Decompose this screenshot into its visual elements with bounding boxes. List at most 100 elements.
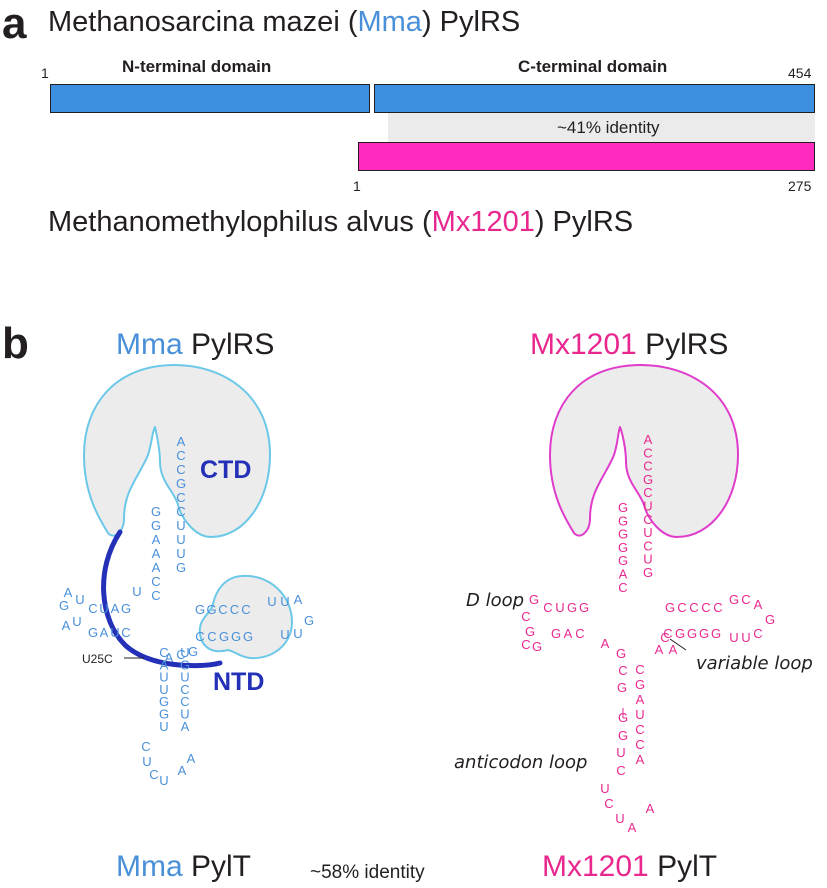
trna-identity-label: ~58% identity — [310, 862, 425, 883]
mma-ac-stem-left-nucleotide: U — [159, 682, 168, 697]
mx-t-stem-bottom-nucleotide: C — [663, 626, 672, 641]
mx-acceptor-3p-nucleotide: C — [643, 512, 652, 527]
mma-acceptor-3p-nucleotide: U — [176, 532, 185, 547]
mma-t-stem-bottom-nucleotide: C — [207, 629, 216, 644]
mma-t-stem-bottom-nucleotide: C — [195, 629, 204, 644]
anticodon-loop-label: anticodon loop — [454, 752, 588, 773]
mma-variable-nucleotide: A — [165, 650, 174, 665]
mma-title-suffix: ) PylRS — [421, 6, 521, 38]
mma-d-stem-bottom-nucleotide: G — [88, 625, 98, 640]
mma-ac-stem-left-nucleotide: C — [159, 645, 168, 660]
mma-title-abbr: Mma — [357, 6, 422, 38]
mx1201-pylrs-header: Mx1201 PylRS — [530, 330, 728, 360]
mx-ac-loop-nucleotide: A — [646, 801, 655, 816]
mma-acceptor-5p-nucleotide: G — [151, 518, 161, 533]
mx-acceptor-3p-nucleotide: C — [643, 445, 652, 460]
mx-t-stem-bottom-nucleotide: G — [687, 626, 697, 641]
mma-d-loop-nucleotide: G — [59, 598, 69, 613]
mx-t-stem-bottom-nucleotide: G — [699, 626, 709, 641]
mx-ac-stem-left-nucleotide: G — [618, 728, 628, 743]
mma-ctd-shape — [83, 364, 271, 538]
mma-ac-stem-left-nucleotide: G — [159, 707, 169, 722]
mx-d-loop-nucleotide: C — [521, 609, 530, 624]
mma-ac-loop-nucleotide: C — [141, 739, 150, 754]
mx-end-residue: 275 — [788, 178, 812, 194]
mx1201-pylrs-title: Methanomethylophilus alvus (Mx1201) PylR… — [48, 208, 633, 237]
mma-ac-stem-right-nucleotide: C — [180, 682, 189, 697]
mma-t-stem-top-nucleotide: G — [195, 602, 205, 617]
mma-acceptor-3p-nucleotide: C — [176, 462, 185, 477]
mx-ac-stem-right-nucleotide: G — [635, 677, 645, 692]
mma-acceptor-5p-nucleotide: A — [152, 532, 161, 547]
mx-header-rest: PylRS — [636, 328, 729, 361]
mx-acceptor-3p-nucleotide: A — [644, 432, 653, 447]
mx-t-loop-nucleotide: G — [729, 592, 739, 607]
mx-ac-stem-right-nucleotide: C — [635, 662, 644, 677]
mx-variable-nucleotide: C — [660, 630, 669, 645]
mx-start-residue: 1 — [353, 178, 361, 194]
mx-ac-stem-left-nucleotide: U — [616, 745, 625, 760]
mx-d-loop-nucleotide: C — [521, 637, 530, 652]
mma-acceptor-3p-nucleotide: A — [177, 434, 186, 449]
mma-acceptor-3p-nucleotide: G — [176, 476, 186, 491]
mma-ac-stem-right-nucleotide: U — [180, 707, 189, 722]
mx-ac-stem-right-nucleotide: C — [635, 737, 644, 752]
mx-title-prefix: Methanomethylophilus alvus ( — [48, 206, 432, 238]
mma-acceptor-5p-nucleotide: A — [152, 560, 161, 575]
mma-n-terminal-domain-bar — [50, 84, 370, 113]
mma-acceptor-3p-nucleotide: C — [176, 490, 185, 505]
mma-variable-nucleotide: C — [176, 647, 185, 662]
mx-acceptor-3p-nucleotide: U — [643, 525, 652, 540]
mx-ac-loop-nucleotide: U — [600, 781, 609, 796]
mma-title-prefix: Methanosarcina mazei ( — [48, 6, 358, 38]
mma-t-loop-nucleotide: U — [293, 626, 302, 641]
mx-d-stem-bottom-nucleotide: A — [564, 626, 573, 641]
mx-acceptor-5p-nucleotide: G — [618, 527, 628, 542]
mma-d-stem-top-nucleotide: G — [121, 601, 131, 616]
mx-t-loop-nucleotide: C — [741, 592, 750, 607]
mma-t-stem-top-nucleotide: C — [230, 602, 239, 617]
mx-d-loop-nucleotide: G — [525, 624, 535, 639]
mma-header-abbr: Mma — [116, 328, 183, 361]
mma-t-loop-nucleotide: U — [267, 594, 276, 609]
mx-d-stem-bottom-nucleotide: G — [551, 626, 561, 641]
mma-ac-loop-nucleotide: U — [142, 754, 151, 769]
identity-region — [388, 113, 815, 142]
c-terminal-domain-label: C-terminal domain — [518, 57, 668, 76]
mma-start-residue: 1 — [41, 65, 49, 81]
mma-footer-rest: PylT — [182, 850, 252, 883]
mx-ac-loop-nucleotide: C — [604, 796, 613, 811]
u25c-mutation-label: U25C — [82, 652, 113, 666]
mma-ac-loop-nucleotide: C — [149, 767, 158, 782]
mma-d-stem-bottom-nucleotide: A — [100, 625, 109, 640]
mx-title-suffix: ) PylRS — [534, 206, 634, 238]
mx-acceptor-5p-nucleotide: G — [618, 540, 628, 555]
mma-d-stem-top-nucleotide: U — [99, 601, 108, 616]
mma-t-stem-bottom-nucleotide: G — [231, 629, 241, 644]
mx-variable-nucleotide: A — [655, 642, 664, 657]
mma-d-loop-nucleotide: A — [64, 585, 73, 600]
mx-t-stem-top-nucleotide: C — [713, 600, 722, 615]
mx-acceptor-5p-nucleotide: G — [618, 500, 628, 515]
mma-d-loop-nucleotide: U — [72, 614, 81, 629]
mma-t-loop-nucleotide: A — [294, 592, 303, 607]
mx-footer-rest: PylT — [648, 850, 718, 883]
mma-acceptor-3p-nucleotide: U — [176, 546, 185, 561]
mx-title-abbr: Mx1201 — [431, 206, 535, 238]
mma-d-stem-top-nucleotide: C — [88, 601, 97, 616]
panel-a-letter: a — [2, 0, 27, 48]
mma-header-rest: PylRS — [182, 328, 275, 361]
panel-b-letter: b — [2, 319, 29, 368]
mma-t-loop-nucleotide: U — [280, 594, 289, 609]
mma-ac-stem-right-nucleotide: U — [180, 670, 189, 685]
mx-d-loop-nucleotide: G — [529, 592, 539, 607]
mma-t-stem-bottom-nucleotide: G — [243, 629, 253, 644]
mma-acceptor-5p-nucleotide: A — [152, 546, 161, 561]
mx-acceptor-3p-nucleotide: G — [643, 472, 653, 487]
mx1201-pylrs-shape — [549, 364, 739, 538]
mx-ac-stem-left-nucleotide: A — [601, 636, 610, 651]
variable-loop-pointer-line — [669, 638, 687, 651]
mma-d-stem-bottom-nucleotide: U — [110, 625, 119, 640]
mx-ac-stem-right-nucleotide: A — [636, 692, 645, 707]
